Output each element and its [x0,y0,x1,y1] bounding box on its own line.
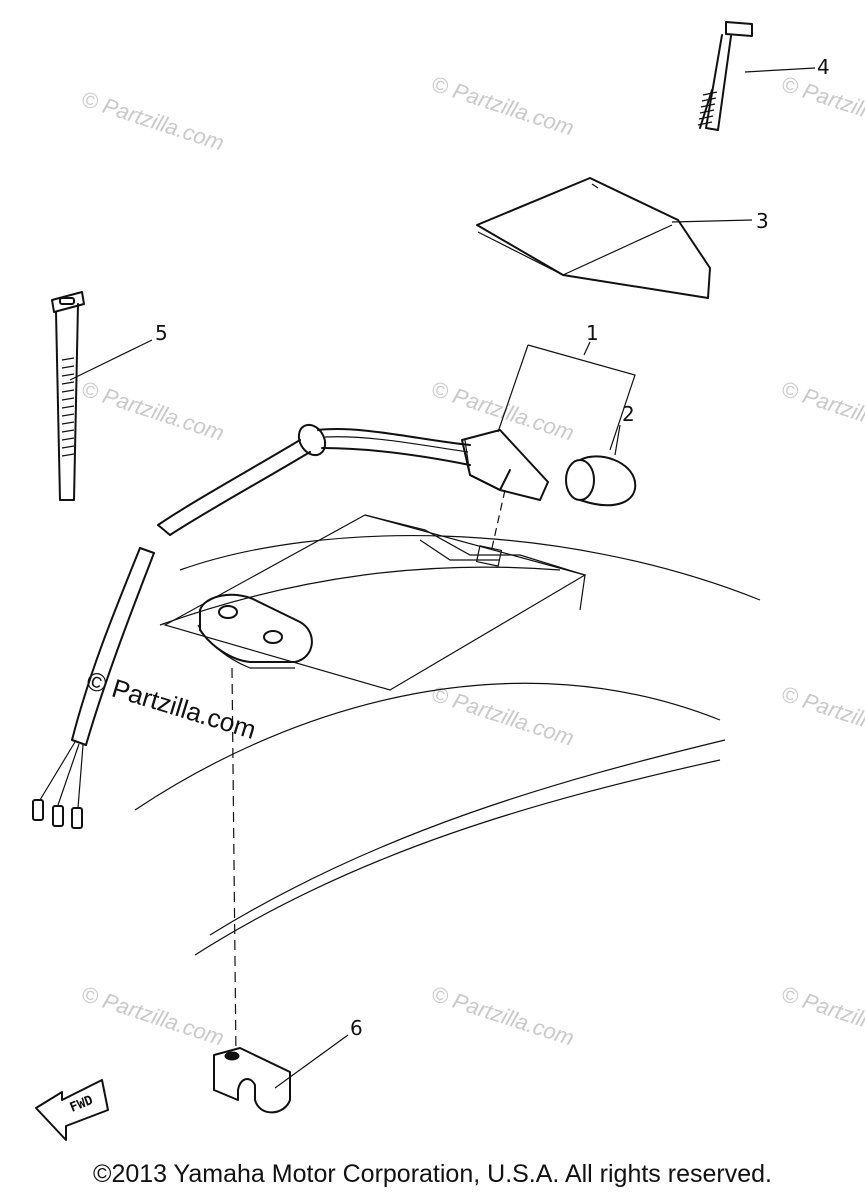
callout-4: 4 [817,55,830,79]
leader-lines [69,67,816,1089]
watermark: © Partzilla.com [778,71,865,141]
sensor-plate [197,593,313,669]
watermark: © Partzilla.com [78,981,227,1051]
bolt [697,21,753,131]
callout-labels: 1 2 3 4 5 6 [155,55,830,1040]
watermark: © Partzilla.com [78,376,227,446]
sensor-harness [32,423,549,829]
watermark: © Partzilla.com [778,681,865,751]
watermark: © Partzilla.com [428,71,577,141]
copyright-notice: ©2013 Yamaha Motor Corporation, U.S.A. A… [93,1160,772,1188]
callout-6: 6 [350,1016,363,1040]
mounting-recess [163,514,587,691]
watermark: © Partzilla.com [78,86,227,156]
watermark: © Partzilla.com [428,981,577,1051]
cable-tie [51,291,85,501]
watermark: © Partzilla.com [778,376,865,446]
grommet [565,455,637,507]
decal-sheet [476,177,711,299]
callout-3: 3 [756,209,769,233]
callout-2: 2 [622,402,635,426]
hull-outline [134,534,761,956]
watermark: © Partzilla.com [428,376,577,446]
callout-5: 5 [155,321,168,345]
watermark: © Partzilla.com [428,681,577,751]
clamp [213,667,291,1114]
watermark: © Partzilla.com [778,981,865,1051]
fwd-arrow: FWD [35,1079,109,1141]
watermark-group: © Partzilla.com © Partzilla.com © Partzi… [78,71,865,1051]
callout-1: 1 [586,321,599,345]
fwd-label: FWD [68,1093,96,1116]
